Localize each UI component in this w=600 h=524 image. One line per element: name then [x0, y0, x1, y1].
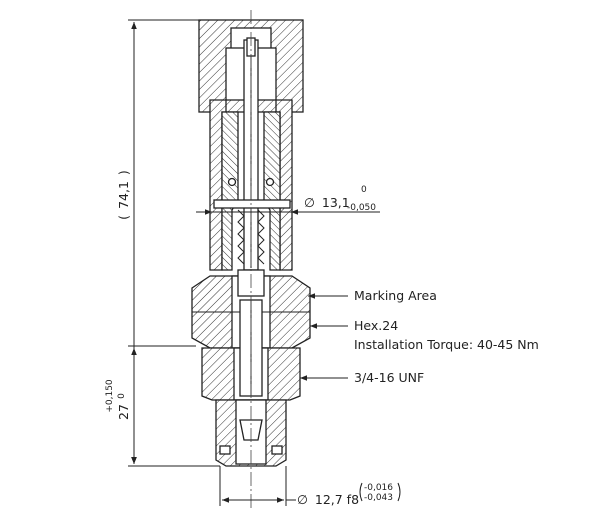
spring — [237, 209, 265, 265]
inner-sleeve-right — [263, 111, 281, 271]
hex-label: Hex.24 — [354, 318, 398, 333]
o-ring — [227, 177, 237, 187]
inner-sleeve-left — [221, 111, 239, 271]
lower-length-value: 27 — [116, 404, 131, 420]
nose-port — [271, 445, 283, 455]
diameter-groove — [213, 199, 291, 209]
torque-label: Installation Torque: 40-45 Nm — [354, 337, 539, 352]
bottom-diameter-dimension: ∅ 12,7 f8 -0,016 -0,043 — [219, 466, 401, 507]
bottom-diameter-tol-upper: -0,016 — [364, 483, 393, 493]
marking-area-label: Marking Area — [354, 288, 437, 303]
diameter-symbol-bottom: ∅ — [297, 492, 308, 507]
callout-marking-area: Marking Area — [308, 288, 437, 303]
top-diameter-dimension: ∅ 13,1 0 -0,050 — [196, 185, 380, 215]
lower-length-tol-upper: +0,150 — [105, 379, 115, 413]
top-diameter-tol-lower: -0,050 — [347, 203, 376, 213]
callout-hex: Hex.24 Installation Torque: 40-45 Nm — [310, 318, 539, 352]
thread-label: 3/4-16 UNF — [354, 370, 424, 385]
svg-text:∅ 12,7 f8: ∅ 12,7 f8 — [297, 492, 359, 507]
svg-text:∅ 13,1: ∅ 13,1 — [304, 195, 350, 210]
nose-port — [219, 445, 231, 455]
diameter-symbol: ∅ — [304, 195, 315, 210]
o-ring — [265, 177, 275, 187]
callout-thread: 3/4-16 UNF — [300, 370, 424, 385]
top-diameter-value: 13,1 — [322, 195, 350, 210]
lower-length-dimension: 27 +0,150 0 — [105, 345, 196, 464]
lower-length-tol-lower: 0 — [117, 393, 127, 399]
bottom-diameter-tol-lower: -0,043 — [364, 493, 393, 503]
valve-section — [191, 10, 311, 510]
overall-length-value: 74,1 — [116, 181, 131, 209]
top-diameter-tol-upper: 0 — [361, 185, 367, 195]
bottom-diameter-value: 12,7 f8 — [315, 492, 359, 507]
svg-text:(74,1): (74,1) — [116, 170, 131, 220]
